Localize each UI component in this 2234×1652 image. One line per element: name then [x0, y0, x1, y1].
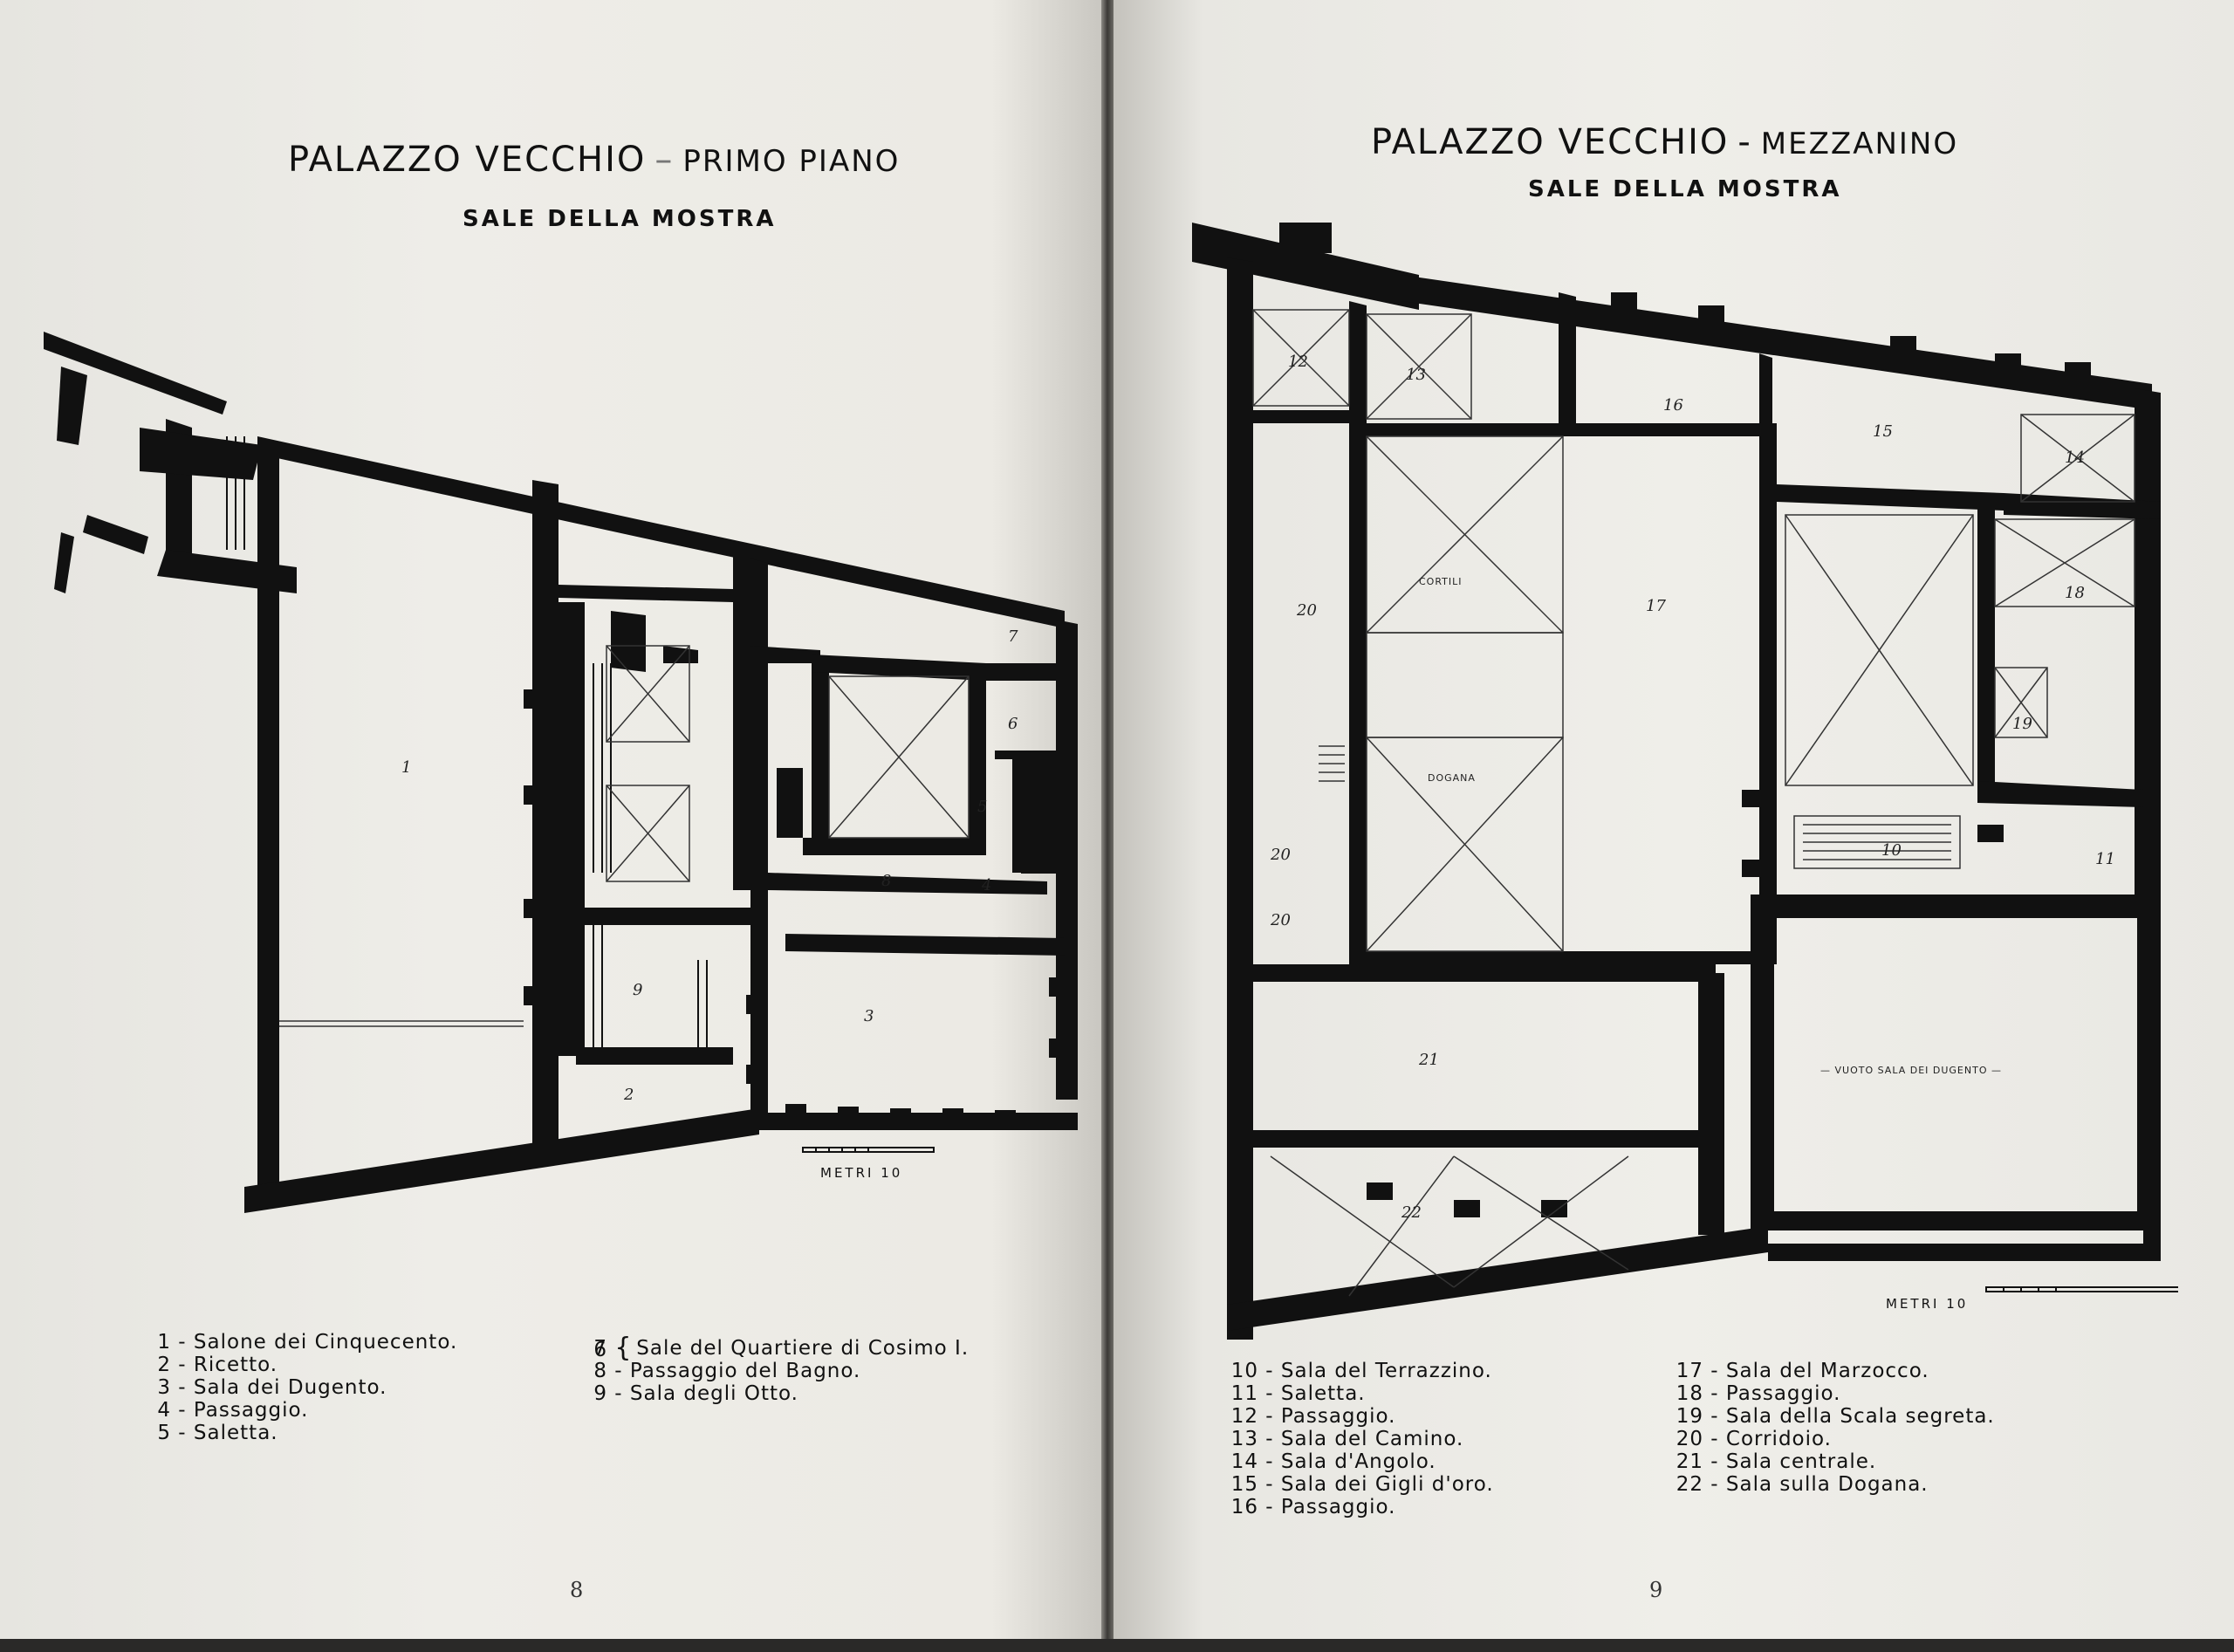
left-page: PALAZZO VECCHIO–PRIMO PIANO SALE DELLA M… — [0, 0, 1101, 1641]
legend-row: 12 - Passaggio. — [1230, 1405, 1396, 1428]
right-page-title: PALAZZO VECCHIO-MEZZANINO — [1371, 122, 1958, 162]
legend-row: 3 - Sala dei Dugento. — [157, 1376, 387, 1399]
room-label-6: 6 — [1008, 715, 1018, 733]
right-legend-col2: 17 - Sala del Marzocco. 18 - Passaggio. … — [1672, 1360, 1995, 1496]
room-label-4: 4 — [981, 876, 991, 895]
legend-row: 15 - Sala dei Gigli d'oro. — [1230, 1473, 1494, 1496]
plan-stairs — [226, 436, 1056, 1056]
left-page-subtitle: SALE DELLA MOSTRA — [463, 206, 777, 232]
legend-row: 16 - Passaggio. — [1230, 1496, 1396, 1518]
room-label-12: 12 — [1288, 353, 1308, 371]
legend-row: 19 - Sala della Scala segreta. — [1676, 1405, 1995, 1428]
plan-walls — [1192, 223, 2161, 1340]
room-label-9: 9 — [633, 981, 642, 999]
legend-row: 10 - Sala del Terrazzino. — [1230, 1360, 1492, 1382]
room-label-16: 16 — [1663, 396, 1683, 415]
legend-row: 5 - Saletta. — [157, 1422, 278, 1444]
scan-bottom-edge — [0, 1639, 2234, 1652]
legend-row: 14 - Sala d'Angolo. — [1230, 1450, 1436, 1473]
plan-diagonals — [279, 645, 970, 1027]
room-label-22: 22 — [1401, 1203, 1422, 1222]
right-title-separator: - — [1737, 122, 1752, 162]
room-label-7: 7 — [1008, 627, 1018, 646]
legend-row: 17 - Sala del Marzocco. — [1676, 1360, 1929, 1382]
right-page-number: 9 — [1649, 1578, 1663, 1602]
scale-bar — [802, 1147, 935, 1153]
left-title-sub: PRIMO PIANO — [682, 144, 901, 179]
room-label-20c: 20 — [1270, 911, 1291, 929]
room-label-13: 13 — [1406, 366, 1426, 384]
floor-plan-primo-piano: 1 2 3 4 5 6 7 8 9 — [44, 332, 1078, 1213]
legend-row: 1 - Salone dei Cinquecento. — [157, 1331, 458, 1354]
left-scale-label: METRI 10 — [820, 1165, 903, 1181]
room-label-17: 17 — [1646, 597, 1666, 615]
left-title-main: PALAZZO VECCHIO — [288, 140, 647, 180]
room-label-14: 14 — [2065, 449, 2085, 467]
legend-row: 6 { — [593, 1333, 633, 1363]
left-page-title: PALAZZO VECCHIO–PRIMO PIANO — [288, 140, 900, 180]
legend-row: 18 - Passaggio. — [1676, 1382, 1841, 1405]
legend-row: 22 - Sala sulla Dogana. — [1676, 1473, 1929, 1496]
room-label-11: 11 — [2095, 850, 2115, 868]
room-label-20b: 20 — [1270, 846, 1291, 864]
left-page-number: 8 — [570, 1578, 584, 1602]
room-label-1: 1 — [401, 758, 411, 777]
legend-row: 13 - Sala del Camino. — [1230, 1428, 1464, 1450]
left-title-separator: – — [654, 140, 675, 180]
legend-row: 11 - Saletta. — [1230, 1382, 1366, 1405]
legend-row: 4 - Passaggio. — [157, 1399, 309, 1422]
scale-bar — [1985, 1286, 2178, 1292]
right-legend-col1: 10 - Sala del Terrazzino. 11 - Saletta. … — [1227, 1360, 1494, 1518]
legend-row: 21 - Sala centrale. — [1676, 1450, 1877, 1473]
room-label-21: 21 — [1418, 1051, 1439, 1069]
plan-diagonals — [1252, 309, 2149, 1297]
floor-plan-mezzanino: CORTILI DOGANA — VUOTO SALA DEI DUGENTO … — [1192, 223, 2178, 1340]
right-page: PALAZZO VECCHIO-MEZZANINO SALE DELLA MOS… — [1114, 0, 2234, 1641]
legend-row: 2 - Ricetto. — [157, 1354, 278, 1376]
plan-label-dogana: DOGANA — [1428, 772, 1476, 784]
plan-walls — [44, 332, 1078, 1213]
room-label-2: 2 — [623, 1086, 634, 1104]
right-title-sub: MEZZANINO — [1760, 127, 1959, 161]
book-gutter — [1101, 0, 1114, 1652]
room-label-15: 15 — [1873, 422, 1893, 441]
room-label-20a: 20 — [1296, 601, 1317, 620]
room-label-18: 18 — [2065, 584, 2085, 602]
right-scale-label: METRI 10 — [1886, 1296, 1969, 1312]
room-label-10: 10 — [1881, 841, 1902, 860]
plan-label-cortili: CORTILI — [1419, 576, 1463, 587]
legend-row: 9 - Sala degli Otto. — [593, 1382, 798, 1405]
right-title-main: PALAZZO VECCHIO — [1371, 122, 1730, 162]
room-label-8: 8 — [881, 872, 891, 890]
legend-row: 20 - Corridoio. — [1676, 1428, 1832, 1450]
room-label-19: 19 — [2012, 715, 2032, 733]
left-legend-col1: 1 - Salone dei Cinquecento. 2 - Ricetto.… — [140, 1331, 457, 1444]
left-legend-col2: 6 { 7 Sale del Quartiere di Cosimo I. 8 … — [576, 1333, 970, 1406]
plan-label-vuoto: — VUOTO SALA DEI DUGENTO — — [1820, 1065, 2002, 1076]
right-page-subtitle: SALE DELLA MOSTRA — [1528, 176, 1842, 202]
legend-row: 7 Sale del Quartiere di Cosimo I. — [593, 1337, 970, 1360]
room-label-3: 3 — [864, 1007, 874, 1025]
legend-row: 8 - Passaggio del Bagno. — [593, 1360, 861, 1382]
room-label-5: 5 — [977, 798, 987, 816]
